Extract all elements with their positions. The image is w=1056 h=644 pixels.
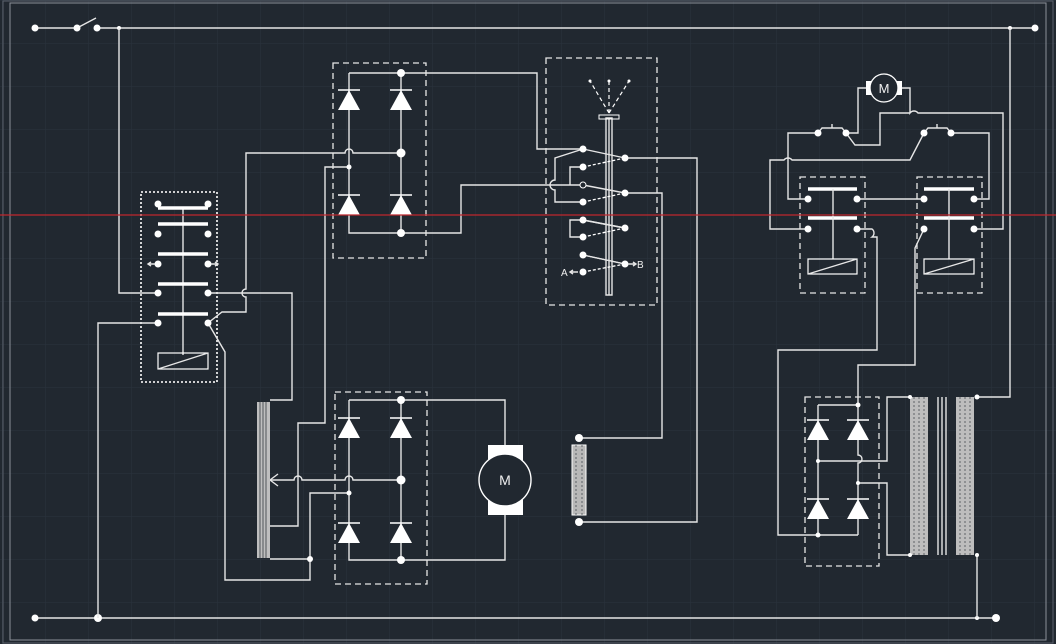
coil-icon xyxy=(923,258,975,275)
small-motor-label: M xyxy=(879,81,890,96)
terminal-a-label: A xyxy=(561,268,568,279)
drum-switch[interactable]: A B xyxy=(545,57,658,306)
wiring[interactable] xyxy=(97,28,1011,618)
rectifier-bridge-1[interactable] xyxy=(332,62,427,259)
contactor-left[interactable] xyxy=(799,176,866,294)
rectifier-bridge-3[interactable] xyxy=(804,396,880,567)
relay-left[interactable] xyxy=(140,191,220,383)
pushbutton-left[interactable] xyxy=(814,124,850,137)
top-rail[interactable] xyxy=(31,17,1039,32)
motor-label: M xyxy=(499,472,511,488)
coil-icon xyxy=(157,352,209,370)
dc-motor[interactable]: M xyxy=(478,445,532,515)
contactor-right[interactable] xyxy=(916,176,983,294)
resistor[interactable] xyxy=(571,434,587,526)
rheostat[interactable] xyxy=(257,402,270,558)
terminal-b-label: B xyxy=(637,260,644,271)
pushbutton-right[interactable] xyxy=(920,124,955,137)
drawing-frame xyxy=(9,2,1047,641)
transformer[interactable] xyxy=(908,394,980,558)
rectifier-bridge-2[interactable] xyxy=(307,391,428,585)
small-motor[interactable]: M xyxy=(866,73,902,103)
coil-icon xyxy=(807,258,858,275)
